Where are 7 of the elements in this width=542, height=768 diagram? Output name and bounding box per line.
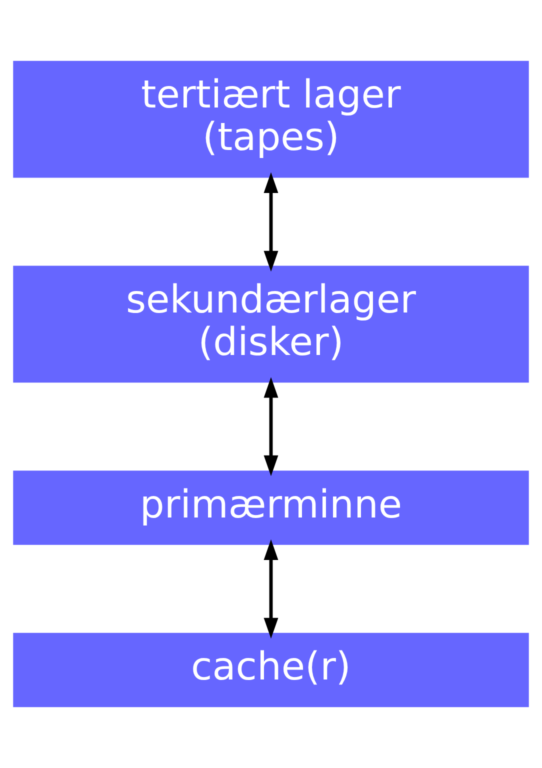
node-box: tertiært lager (tapes) bbox=[13, 60, 529, 178]
arrow bbox=[264, 172, 278, 272]
node-box: cache(r) bbox=[13, 632, 529, 708]
node-box: sekundærlager (disker) bbox=[13, 266, 529, 383]
arrow bbox=[264, 539, 278, 639]
arrow bbox=[264, 377, 278, 476]
node-box: primærminne bbox=[13, 470, 529, 545]
